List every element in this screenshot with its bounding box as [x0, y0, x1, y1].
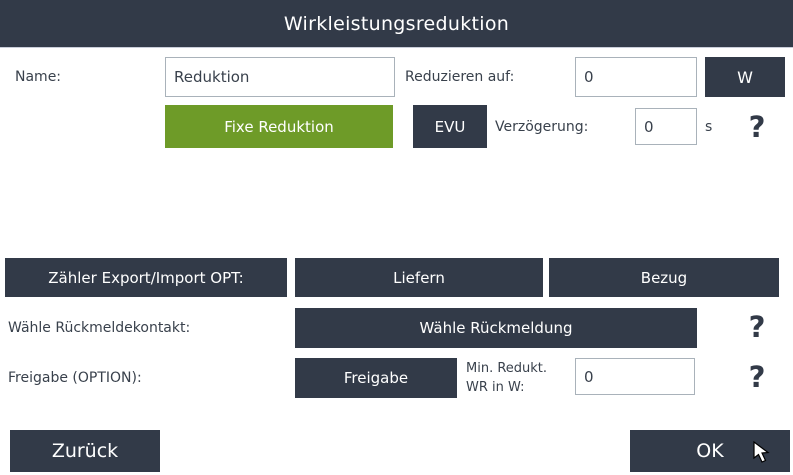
min-reduction-label-line2: WR in W: — [466, 380, 525, 395]
deliver-button[interactable]: Liefern — [295, 258, 543, 297]
delay-unit-label: s — [705, 118, 713, 135]
delay-label: Verzögerung: — [495, 118, 589, 135]
unit-watt-button[interactable]: W — [705, 57, 785, 97]
back-button[interactable]: Zurück — [10, 430, 160, 472]
evu-button[interactable]: EVU — [413, 105, 487, 148]
name-input[interactable] — [165, 57, 395, 97]
mouse-cursor-icon — [753, 441, 770, 463]
help-icon[interactable]: ? — [748, 109, 766, 144]
min-reduction-input[interactable] — [575, 358, 695, 395]
reduce-to-label: Reduzieren auf: — [405, 69, 515, 85]
fixed-reduction-button[interactable]: Fixe Reduktion — [165, 105, 393, 148]
help-icon[interactable]: ? — [748, 310, 766, 344]
title-bar: Wirkleistungsreduktion — [0, 0, 793, 48]
reduce-to-input[interactable] — [575, 57, 697, 97]
meter-export-import-button[interactable]: Zähler Export/Import OPT: — [5, 258, 287, 297]
feedback-contact-label: Wähle Rückmeldekontakt: — [8, 320, 191, 336]
choose-feedback-button[interactable]: Wähle Rückmeldung — [295, 308, 697, 348]
purchase-button[interactable]: Bezug — [549, 258, 779, 297]
min-reduction-label-line1: Min. Redukt. — [466, 361, 548, 376]
release-button[interactable]: Freigabe — [295, 358, 457, 398]
min-reduction-label: Min. Redukt. WR in W: — [466, 358, 572, 398]
release-option-label: Freigabe (OPTION): — [8, 370, 142, 386]
delay-input[interactable] — [635, 108, 697, 145]
name-label: Name: — [15, 69, 62, 85]
page-title: Wirkleistungsreduktion — [283, 12, 510, 35]
help-icon[interactable]: ? — [748, 360, 766, 394]
